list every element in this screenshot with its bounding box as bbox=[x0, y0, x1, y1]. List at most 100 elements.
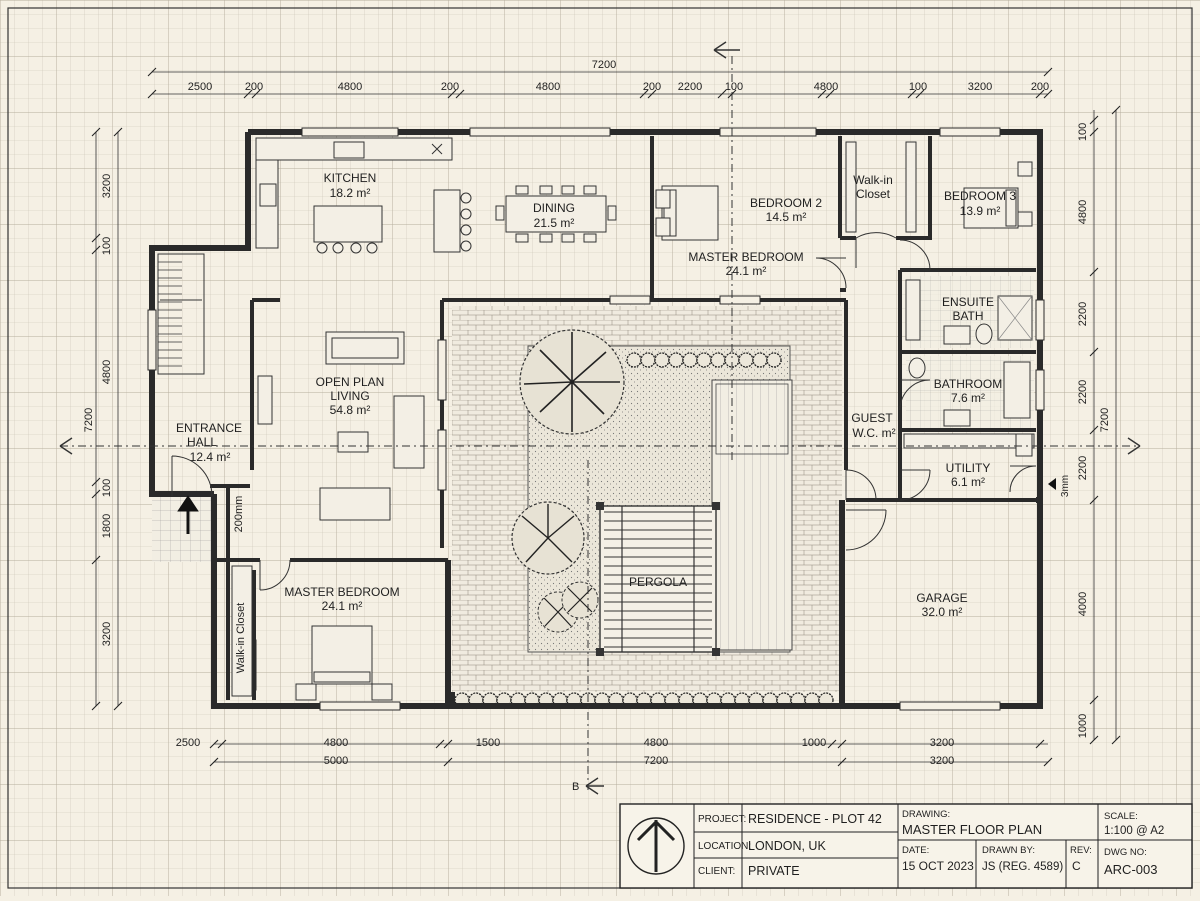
tree-medium bbox=[511, 501, 585, 575]
dim-bottom: 1500 bbox=[476, 737, 500, 749]
room-entrance-1: ENTRANCE bbox=[176, 421, 242, 435]
hedge-top bbox=[626, 352, 782, 368]
room-entrance-area: 12.4 m² bbox=[190, 450, 231, 464]
doors bbox=[171, 232, 1037, 591]
dim-right: 7200 bbox=[1099, 408, 1111, 432]
closet-rails bbox=[231, 141, 917, 697]
entry-arrow bbox=[177, 495, 199, 534]
room-master-top-area: 24.1 m² bbox=[726, 264, 767, 278]
dim-top: 200 bbox=[1031, 81, 1049, 93]
dim-right: 100 bbox=[1077, 123, 1089, 141]
tb-location-label: LOCATION: bbox=[698, 841, 751, 852]
tb-dwg-value: ARC-003 bbox=[1104, 862, 1157, 877]
dim-right: 2200 bbox=[1077, 302, 1089, 326]
room-garage-name: GARAGE bbox=[916, 591, 967, 605]
tb-project-label: PROJECT: bbox=[698, 814, 746, 825]
room-living-1: OPEN PLAN bbox=[316, 375, 385, 389]
interior-walls bbox=[200, 136, 1036, 700]
north-arrow-icon bbox=[627, 817, 685, 875]
tree-large bbox=[519, 329, 625, 435]
sanitary-fittings bbox=[903, 279, 1035, 457]
room-bedroom2-name: BEDROOM 2 bbox=[750, 196, 822, 210]
room-garage-area: 32.0 m² bbox=[922, 605, 963, 619]
dim-bottom: 5000 bbox=[324, 755, 348, 767]
dims-bottom: 2500 4800 1500 4800 1000 3200 5000 7200 … bbox=[176, 737, 954, 767]
room-walkin-top-1: Walk-in bbox=[853, 173, 893, 187]
dim-right: 2200 bbox=[1077, 456, 1089, 480]
dim-right: 4000 bbox=[1077, 592, 1089, 616]
dim-left: 3200 bbox=[101, 174, 113, 198]
dim-left: 1800 bbox=[101, 514, 113, 538]
dim-top: 200 bbox=[643, 81, 661, 93]
room-bedroom2-area: 14.5 m² bbox=[766, 210, 807, 224]
living-furniture bbox=[257, 331, 425, 521]
room-guest-1: GUEST bbox=[851, 411, 893, 425]
dim-left: 3200 bbox=[101, 622, 113, 646]
room-kitchen-name: KITCHEN bbox=[324, 171, 377, 185]
room-utility-area: 6.1 m² bbox=[951, 475, 985, 489]
dim-bottom: 7200 bbox=[644, 755, 668, 767]
dim-top: 2500 bbox=[188, 81, 212, 93]
dim-left: 100 bbox=[101, 237, 113, 255]
tb-drawn-label: DRAWN BY: bbox=[982, 845, 1035, 856]
room-master-bottom-name: MASTER BEDROOM bbox=[284, 585, 399, 599]
pool bbox=[711, 379, 793, 651]
room-master-top-name: MASTER BEDROOM bbox=[688, 250, 803, 264]
tb-client-label: CLIENT: bbox=[698, 866, 735, 877]
tb-rev-value: C bbox=[1072, 859, 1081, 873]
dimension-ticks bbox=[91, 67, 1121, 767]
room-bathroom-area: 7.6 m² bbox=[951, 391, 985, 405]
room-entrance-2: HALL bbox=[187, 435, 217, 449]
dining-table bbox=[495, 185, 617, 243]
dim-bottom: 2500 bbox=[176, 737, 200, 749]
pool-steps bbox=[715, 383, 789, 455]
room-ensuite-2: BATH bbox=[952, 309, 983, 323]
dim-bottom: 3200 bbox=[930, 755, 954, 767]
dim-right: 4800 bbox=[1077, 200, 1089, 224]
room-bedroom3-area: 13.9 m² bbox=[960, 204, 1001, 218]
dim-left: 7200 bbox=[83, 408, 95, 432]
dim-top: 2200 bbox=[678, 81, 702, 93]
dims-left: 3200 100 4800 7200 100 1800 3200 bbox=[83, 174, 113, 646]
tb-dwg-label: DWG NO: bbox=[1104, 847, 1147, 858]
dim-top: 200 bbox=[245, 81, 263, 93]
room-labels: KITCHEN 18.2 m² DINING 21.5 m² BEDROOM 2… bbox=[176, 171, 1016, 673]
dim-bottom: 4800 bbox=[324, 737, 348, 749]
room-living-area: 54.8 m² bbox=[330, 403, 371, 417]
tb-location-value: LONDON, UK bbox=[748, 839, 826, 853]
dim-right: 2200 bbox=[1077, 380, 1089, 404]
room-walkin-top-2: Closet bbox=[856, 187, 891, 201]
tb-date-value: 15 OCT 2023 bbox=[902, 859, 974, 873]
room-ensuite-1: ENSUITE bbox=[942, 295, 994, 309]
section-label: B bbox=[572, 781, 579, 793]
tb-drawing-label: DRAWING: bbox=[902, 809, 950, 820]
dim-top-total: 7200 bbox=[592, 59, 616, 71]
room-bedroom3-name: BEDROOM 3 bbox=[944, 189, 1016, 203]
dim-bottom: 4800 bbox=[644, 737, 668, 749]
staircase bbox=[157, 253, 205, 375]
tb-drawn-value: JS (REG. 4589) bbox=[982, 861, 1063, 873]
dim-right: 3mm bbox=[1060, 475, 1071, 497]
tb-rev-label: REV: bbox=[1070, 845, 1092, 856]
dimension-lines bbox=[95, 71, 1117, 763]
dim-left: 4800 bbox=[101, 360, 113, 384]
room-walkin-side: Walk-in Closet bbox=[235, 603, 247, 674]
tb-client-value: PRIVATE bbox=[748, 864, 800, 878]
dim-top: 4800 bbox=[536, 81, 560, 93]
tb-drawing-value: MASTER FLOOR PLAN bbox=[902, 822, 1042, 837]
room-pergola-name: PERGOLA bbox=[629, 575, 687, 589]
bedroom-furniture bbox=[295, 161, 1033, 701]
dim-bottom: 1000 bbox=[802, 737, 826, 749]
dim-bottom: 3200 bbox=[930, 737, 954, 749]
dim-top: 100 bbox=[909, 81, 927, 93]
room-guest-2: W.C. m² bbox=[852, 426, 895, 440]
dim-right: 1000 bbox=[1077, 714, 1089, 738]
room-kitchen-area: 18.2 m² bbox=[330, 186, 371, 200]
dims-top: 7200 2500 200 4800 200 4800 200 2200 100… bbox=[188, 59, 1049, 93]
room-dining-area: 21.5 m² bbox=[534, 216, 575, 230]
kitchen-fittings bbox=[255, 137, 472, 254]
tb-project-value: RESIDENCE - PLOT 42 bbox=[748, 812, 882, 826]
dim-top: 4800 bbox=[814, 81, 838, 93]
room-living-2: LIVING bbox=[330, 389, 369, 403]
